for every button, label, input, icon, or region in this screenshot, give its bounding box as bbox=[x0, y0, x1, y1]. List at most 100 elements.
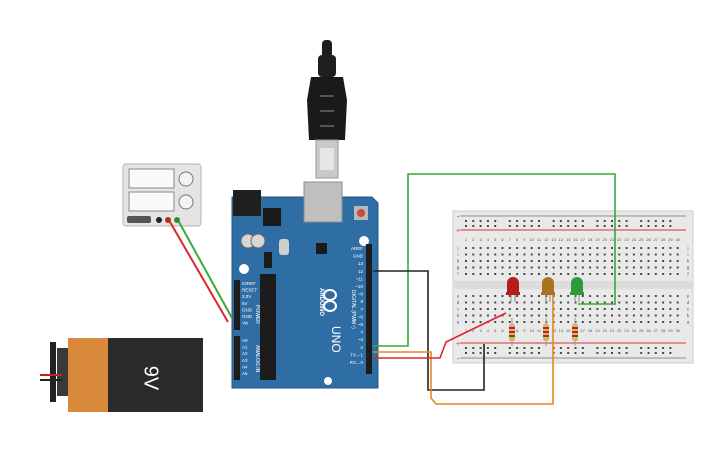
terminal-hole[interactable] bbox=[465, 314, 467, 317]
terminal-hole[interactable] bbox=[559, 321, 562, 323]
terminal-hole[interactable] bbox=[486, 273, 489, 275]
terminal-hole[interactable] bbox=[618, 273, 621, 275]
rail-hole[interactable] bbox=[472, 220, 475, 222]
rail-hole[interactable] bbox=[486, 352, 489, 354]
terminal-hole[interactable] bbox=[625, 321, 628, 323]
terminal-hole[interactable] bbox=[465, 295, 467, 297]
terminal-hole[interactable] bbox=[494, 247, 497, 249]
terminal-hole[interactable] bbox=[676, 260, 679, 262]
terminal-hole[interactable] bbox=[508, 266, 511, 269]
rail-hole[interactable] bbox=[603, 347, 606, 349]
terminal-hole[interactable] bbox=[559, 314, 562, 317]
rail-hole[interactable] bbox=[486, 225, 489, 227]
terminal-hole[interactable] bbox=[559, 301, 562, 304]
terminal-hole[interactable] bbox=[654, 314, 657, 317]
power-supply[interactable] bbox=[122, 163, 202, 227]
terminal-hole[interactable] bbox=[647, 301, 650, 304]
terminal-hole[interactable] bbox=[662, 260, 665, 262]
terminal-hole[interactable] bbox=[603, 260, 606, 262]
terminal-hole[interactable] bbox=[676, 266, 679, 269]
rail-hole[interactable] bbox=[523, 352, 526, 354]
terminal-hole[interactable] bbox=[581, 301, 584, 304]
terminal-hole[interactable] bbox=[603, 247, 606, 249]
terminal-hole[interactable] bbox=[581, 273, 584, 275]
terminal-hole[interactable] bbox=[611, 260, 613, 262]
terminal-hole[interactable] bbox=[581, 295, 584, 297]
terminal-hole[interactable] bbox=[669, 253, 672, 256]
rail-hole[interactable] bbox=[625, 220, 628, 222]
rail-hole[interactable] bbox=[516, 352, 519, 354]
terminal-hole[interactable] bbox=[611, 295, 613, 297]
terminal-hole[interactable] bbox=[618, 253, 621, 256]
terminal-hole[interactable] bbox=[494, 260, 497, 262]
terminal-hole[interactable] bbox=[625, 260, 628, 262]
terminal-hole[interactable] bbox=[530, 314, 533, 317]
terminal-hole[interactable] bbox=[530, 301, 533, 304]
terminal-hole[interactable] bbox=[676, 253, 679, 256]
terminal-hole[interactable] bbox=[538, 266, 540, 269]
terminal-hole[interactable] bbox=[589, 308, 592, 310]
terminal-hole[interactable] bbox=[545, 260, 548, 262]
terminal-hole[interactable] bbox=[574, 273, 577, 275]
rail-hole[interactable] bbox=[596, 225, 599, 227]
terminal-hole[interactable] bbox=[479, 266, 482, 269]
terminal-hole[interactable] bbox=[479, 260, 482, 262]
terminal-hole[interactable] bbox=[552, 247, 555, 249]
terminal-hole[interactable] bbox=[465, 301, 467, 304]
rail-hole[interactable] bbox=[669, 225, 672, 227]
terminal-hole[interactable] bbox=[589, 301, 592, 304]
terminal-hole[interactable] bbox=[523, 260, 526, 262]
terminal-hole[interactable] bbox=[472, 295, 475, 297]
terminal-hole[interactable] bbox=[618, 314, 621, 317]
rail-hole[interactable] bbox=[647, 347, 650, 349]
terminal-hole[interactable] bbox=[523, 266, 526, 269]
terminal-hole[interactable] bbox=[640, 321, 643, 323]
terminal-hole[interactable] bbox=[472, 301, 475, 304]
terminal-hole[interactable] bbox=[486, 301, 489, 304]
terminal-hole[interactable] bbox=[654, 295, 657, 297]
terminal-hole[interactable] bbox=[611, 301, 613, 304]
terminal-hole[interactable] bbox=[465, 247, 467, 249]
rail-hole[interactable] bbox=[508, 347, 511, 349]
terminal-hole[interactable] bbox=[662, 321, 665, 323]
terminal-hole[interactable] bbox=[662, 253, 665, 256]
terminal-hole[interactable] bbox=[669, 295, 672, 297]
terminal-hole[interactable] bbox=[501, 260, 504, 262]
terminal-hole[interactable] bbox=[647, 308, 650, 310]
terminal-hole[interactable] bbox=[552, 253, 555, 256]
rail-hole[interactable] bbox=[618, 220, 621, 222]
rail-hole[interactable] bbox=[472, 225, 475, 227]
terminal-hole[interactable] bbox=[662, 314, 665, 317]
terminal-hole[interactable] bbox=[625, 314, 628, 317]
resistor-2[interactable] bbox=[543, 318, 549, 346]
terminal-hole[interactable] bbox=[596, 260, 599, 262]
rail-hole[interactable] bbox=[647, 352, 650, 354]
terminal-hole[interactable] bbox=[567, 301, 570, 304]
terminal-hole[interactable] bbox=[625, 253, 628, 256]
rail-hole[interactable] bbox=[603, 352, 606, 354]
rail-hole[interactable] bbox=[567, 352, 570, 354]
rail-hole[interactable] bbox=[508, 225, 511, 227]
terminal-hole[interactable] bbox=[640, 273, 643, 275]
terminal-hole[interactable] bbox=[472, 273, 475, 275]
rail-hole[interactable] bbox=[669, 347, 672, 349]
terminal-hole[interactable] bbox=[596, 321, 599, 323]
rail-hole[interactable] bbox=[654, 347, 657, 349]
terminal-hole[interactable] bbox=[552, 266, 555, 269]
terminal-hole[interactable] bbox=[647, 247, 650, 249]
rail-hole[interactable] bbox=[552, 225, 555, 227]
terminal-hole[interactable] bbox=[596, 295, 599, 297]
terminal-hole[interactable] bbox=[596, 266, 599, 269]
terminal-hole[interactable] bbox=[603, 273, 606, 275]
terminal-hole[interactable] bbox=[545, 266, 548, 269]
terminal-hole[interactable] bbox=[632, 266, 635, 269]
terminal-hole[interactable] bbox=[574, 260, 577, 262]
terminal-hole[interactable] bbox=[545, 301, 548, 304]
terminal-hole[interactable] bbox=[589, 295, 592, 297]
rail-hole[interactable] bbox=[618, 352, 621, 354]
wire-red-pin[interactable] bbox=[373, 312, 507, 359]
red-led[interactable] bbox=[506, 277, 520, 302]
terminal-hole[interactable] bbox=[479, 273, 482, 275]
terminal-hole[interactable] bbox=[596, 253, 599, 256]
terminal-hole[interactable] bbox=[625, 247, 628, 249]
